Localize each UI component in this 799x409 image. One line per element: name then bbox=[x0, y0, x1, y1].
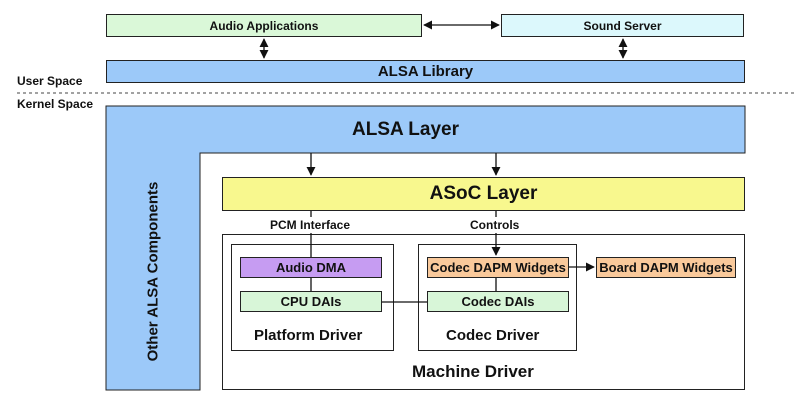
alsa-library-label: ALSA Library bbox=[377, 63, 474, 80]
audio-dma-label: Audio DMA bbox=[275, 260, 347, 275]
board-dapm-widgets-label: Board DAPM Widgets bbox=[599, 260, 733, 275]
codec-dais-label: Codec DAIs bbox=[461, 294, 535, 309]
audio-applications-label: Audio Applications bbox=[209, 18, 319, 33]
asoc-layer-box: ASoC Layer bbox=[222, 177, 745, 211]
asoc-layer-label: ASoC Layer bbox=[429, 183, 538, 204]
codec-dais-box: Codec DAIs bbox=[427, 291, 569, 312]
board-dapm-widgets-box: Board DAPM Widgets bbox=[596, 257, 736, 278]
alsa-library-box: ALSA Library bbox=[106, 60, 745, 83]
machine-driver-label: Machine Driver bbox=[412, 362, 534, 381]
kernel-space-label: Kernel Space bbox=[17, 97, 94, 111]
pcm-interface-label: PCM Interface bbox=[270, 218, 351, 232]
cpu-dais-box: CPU DAIs bbox=[240, 291, 382, 312]
alsa-layer-label: ALSA Layer bbox=[352, 119, 459, 140]
audio-dma-box: Audio DMA bbox=[240, 257, 382, 278]
user-space-label: User Space bbox=[17, 74, 83, 88]
audio-applications-box: Audio Applications bbox=[106, 14, 422, 37]
codec-dapm-widgets-label: Codec DAPM Widgets bbox=[430, 260, 566, 275]
cpu-dais-label: CPU DAIs bbox=[280, 294, 342, 309]
codec-dapm-widgets-box: Codec DAPM Widgets bbox=[427, 257, 569, 278]
platform-driver-label: Platform Driver bbox=[254, 327, 363, 344]
sound-server-box: Sound Server bbox=[501, 14, 744, 37]
codec-driver-label: Codec Driver bbox=[446, 327, 540, 344]
sound-server-label: Sound Server bbox=[583, 18, 662, 33]
controls-label: Controls bbox=[470, 218, 520, 232]
